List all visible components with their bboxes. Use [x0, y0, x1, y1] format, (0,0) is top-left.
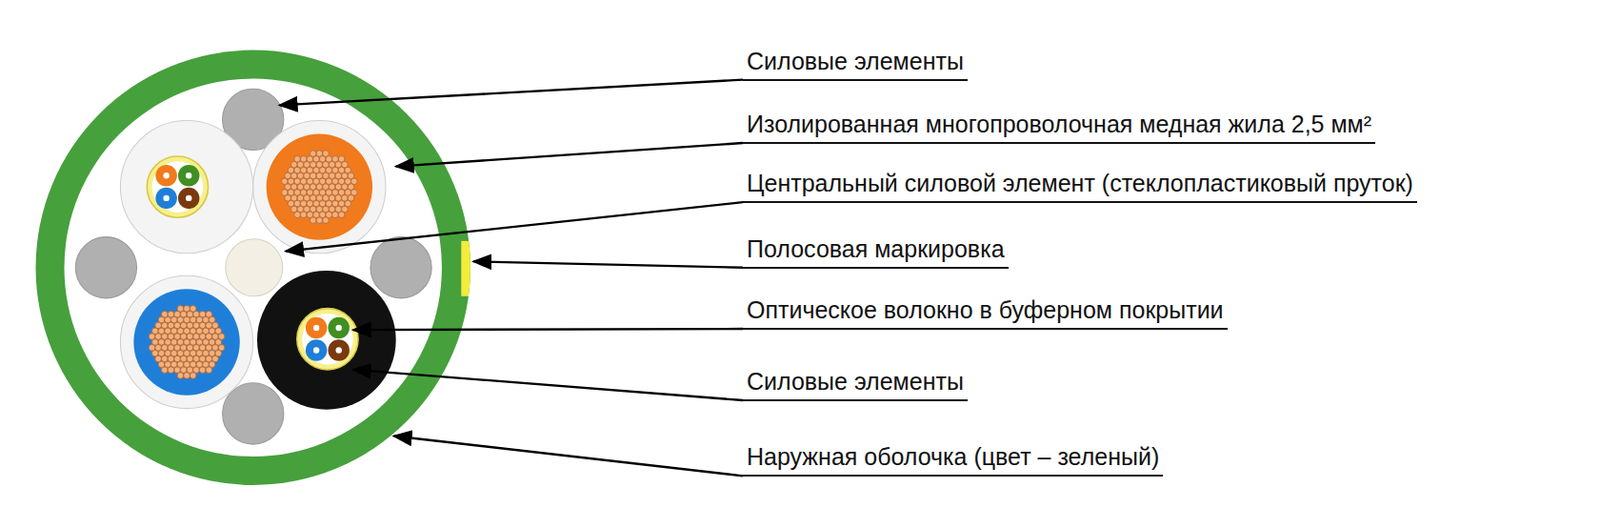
callout-label: Силовые элементы: [742, 46, 968, 81]
copper-strand: [161, 366, 169, 374]
fiber-bundle: [297, 308, 359, 370]
copper-strand: [199, 366, 206, 374]
copper-strands: [281, 150, 359, 224]
fiber-bundle: [146, 156, 208, 218]
stripe-marking: [460, 240, 478, 297]
callout-label: Силовые элементы: [742, 366, 968, 401]
copper-strand: [183, 372, 191, 380]
strength-elements: [75, 88, 432, 444]
orange-insulation: [266, 133, 373, 240]
copper-subunit: [253, 120, 386, 253]
outer-sheath: [36, 50, 471, 485]
copper-strand: [309, 217, 317, 224]
copper-strand: [316, 217, 323, 224]
copper-strand: [177, 372, 184, 380]
copper-strands: [148, 305, 225, 380]
blue-insulation: [133, 288, 240, 395]
callout-label: Изолированная многопроволочная медная жи…: [742, 109, 1376, 144]
callout-label: Центральный силовой элемент (стеклопласт…: [742, 168, 1418, 203]
central-rod: [225, 239, 283, 297]
copper-strand: [338, 211, 345, 219]
copper-strand: [322, 217, 330, 224]
callout-label: Полосовая маркировка: [742, 234, 1009, 269]
copper-strand: [294, 211, 301, 219]
callout-label: Наружная оболочка (цвет – зеленый): [742, 441, 1163, 477]
copper-strand: [189, 372, 197, 380]
copper-strand: [332, 211, 340, 219]
optical-subunit: [120, 120, 253, 253]
cable-core: [64, 79, 442, 457]
copper-subunit: [120, 275, 253, 408]
callout-label: Оптическое волокно в буферном покрытии: [742, 295, 1228, 330]
copper-strand: [205, 366, 213, 374]
optical-subunit-black: [257, 270, 397, 410]
leader-lines: [280, 80, 743, 477]
copper-strand: [300, 211, 307, 219]
copper-strand: [167, 366, 175, 374]
